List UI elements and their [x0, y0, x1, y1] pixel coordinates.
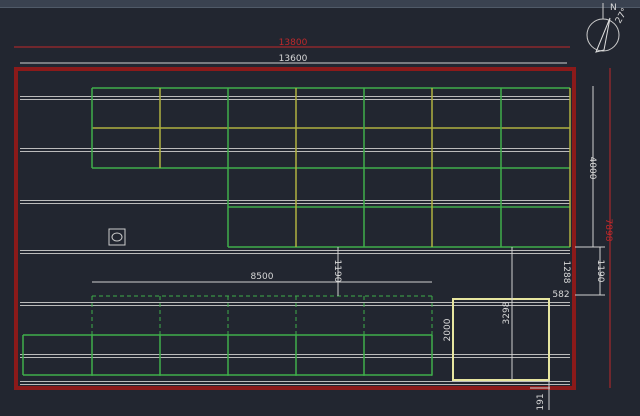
equipment-symbol [108, 228, 126, 246]
site-boundary [14, 67, 576, 390]
dimension-lines [14, 46, 611, 410]
dim-overall-height: 7898 [603, 219, 613, 242]
dim-box-height: 2000 [443, 318, 453, 341]
dim-offset-582: 582 [552, 290, 569, 300]
dim-overall-outer: 13800 [279, 38, 308, 48]
title-bar [0, 0, 640, 8]
rail-lines [20, 96, 570, 385]
north-compass: N 27° [586, 3, 631, 53]
dim-upper-height: 4000 [587, 157, 597, 180]
dim-lower-width: 8500 [251, 272, 274, 282]
highlight-box[interactable] [452, 298, 550, 381]
dim-offset-1288: 1288 [561, 261, 571, 284]
dim-overall-inner: 13600 [279, 54, 308, 64]
panel-grid [22, 87, 571, 376]
compass-north-label: N [610, 3, 617, 13]
dim-bottom-offset: 191 [536, 393, 546, 410]
dim-box-span: 3298 [502, 301, 512, 324]
dim-gap-right: 1190 [595, 260, 605, 283]
dim-gap-center: 1190 [332, 260, 342, 283]
